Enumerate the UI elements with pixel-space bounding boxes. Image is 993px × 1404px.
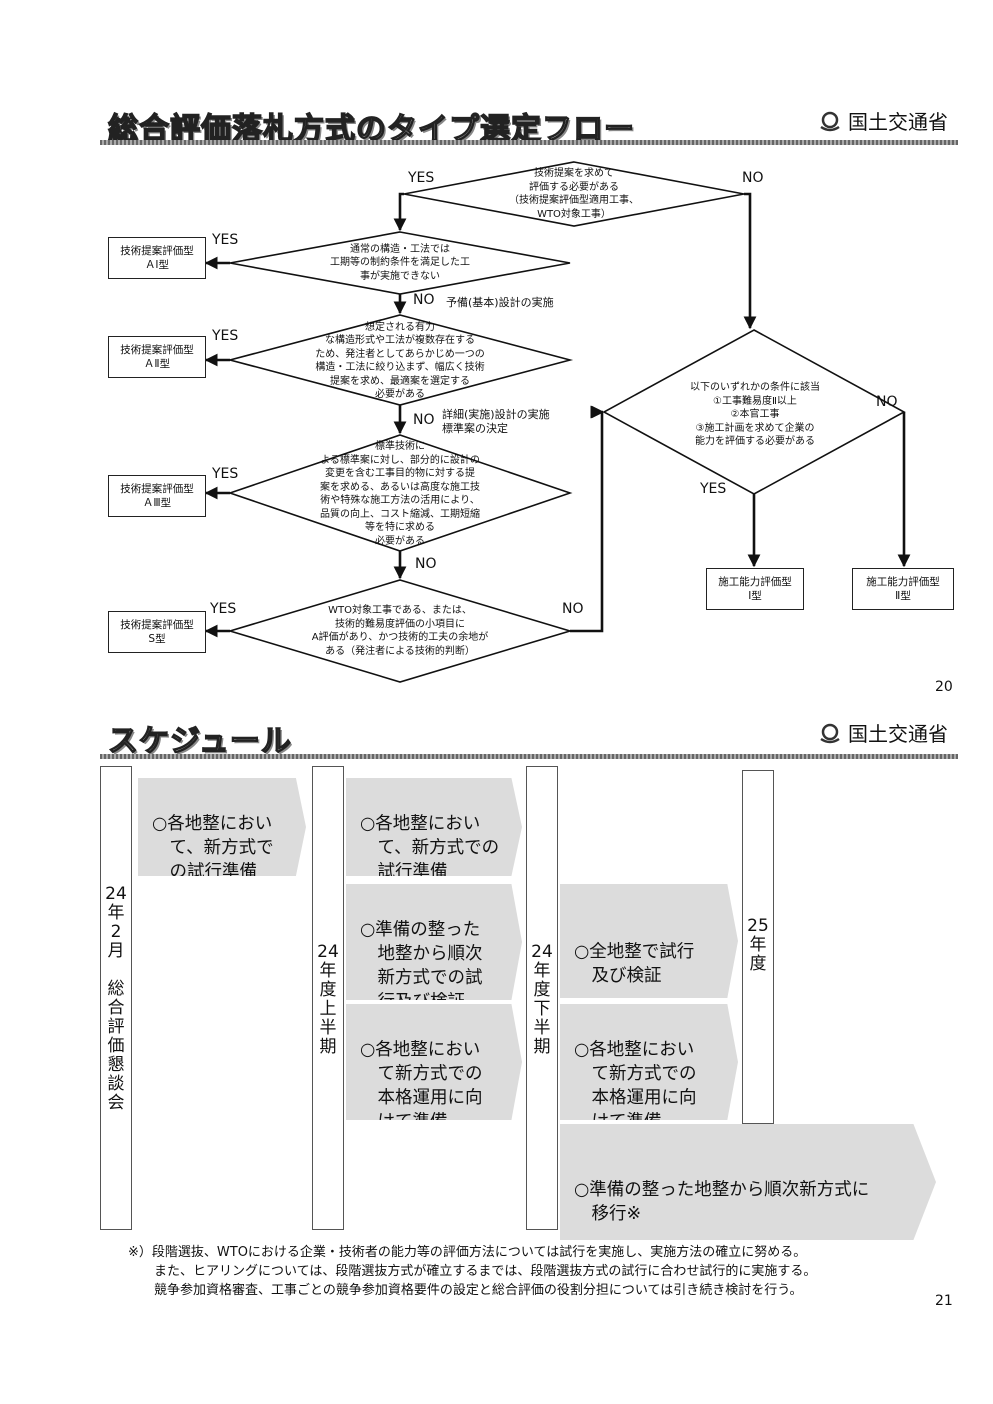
decision-d1 (403, 161, 745, 227)
outcome-s: 技術提案評価型 S型 (108, 611, 206, 653)
task-text: ○準備の整った地整から順次新方式に 移行※ (574, 1180, 870, 1224)
timeline-column-h2-24: 24 年 度 下 半 期 (526, 766, 558, 1230)
timeline-column-label: 24 年 度 下 半 期 (531, 942, 553, 1057)
outcome-c1: 施工能力評価型 Ⅰ型 (706, 568, 804, 610)
label-yes-d6: YES (700, 481, 727, 497)
footnote: ※）段階選抜、WTOにおける企業・技術者の能力等の評価方法については試行を実施し… (128, 1245, 817, 1298)
page-number: 21 (935, 1293, 953, 1309)
ministry-logo: 国土交通省 (818, 718, 948, 747)
task-text: ○準備の整った 地整から順次 新方式での試 行及び検証 (360, 920, 483, 1012)
label-step2: 詳細(実施)設計の実施 標準案の決定 (442, 408, 550, 435)
task-trial-prep-feb: ○各地整におい て、新方式で の試行準備 (138, 778, 306, 876)
decision-d5-text: WTO対象工事である、または、 技術的難易度評価の小項目に A評価があり、かつ技… (311, 605, 489, 657)
label-yes-d4: YES (212, 466, 239, 482)
task-text: ○各地整におい て、新方式で の試行準備 (152, 814, 274, 882)
page-number: 20 (935, 679, 953, 695)
timeline-column-label: 24 年 2 月 総 合 評 価 懇 談 会 (105, 884, 127, 1113)
label-no-d3: NO (413, 412, 435, 428)
task-full-operation-prep-h2: ○各地整におい て新方式での 本格運用に向 けて準備 (560, 1004, 738, 1120)
decision-d4-text: 標準技術に よる標準案に対し、部分的に設計の 変更を含む工事目的物に対する提 案… (320, 441, 480, 547)
timeline-column-h1-24: 24 年 度 上 半 期 (312, 766, 344, 1230)
ministry-logo: 国土交通省 (818, 106, 948, 135)
title-underline (100, 140, 958, 145)
outcome-a1: 技術提案評価型 ＡⅠ型 (108, 237, 206, 279)
timeline-column-label: 24 年 度 上 半 期 (317, 942, 339, 1057)
outcome-c2: 施工能力評価型 Ⅱ型 (852, 568, 954, 610)
task-text: ○各地整におい て、新方式での 試行準備 (360, 814, 500, 882)
timeline-column-feb24: 24 年 2 月 総 合 評 価 懇 談 会 (100, 766, 132, 1230)
timeline-column-fy25: 25 年 度 (742, 770, 774, 1124)
task-text: ○各地整におい て新方式での 本格運用に向 けて準備 (574, 1040, 697, 1132)
label-no-d2: NO (413, 292, 435, 308)
label-yes-d5: YES (210, 601, 237, 617)
task-trial-prep-h1: ○各地整におい て、新方式での 試行準備 (346, 778, 522, 876)
timeline-column-label: 25 年 度 (747, 916, 769, 974)
label-yes-d3: YES (212, 328, 239, 344)
decision-d3-text: 想定される有力 な構造形式や工法が複数存在する ため、発注者としてあらかじめ一つ… (315, 321, 485, 401)
ministry-emblem-icon (820, 111, 840, 131)
label-yes-d2: YES (212, 232, 239, 248)
decision-d1-text: 技術提案を求めて 評価する必要がある （技術提案評価型適用工事、 WTO対象工事… (509, 168, 639, 220)
label-no-d4: NO (415, 556, 437, 572)
decision-d5 (227, 579, 573, 683)
task-all-regions-trial: ○全地整で試行 及び検証 (560, 884, 738, 998)
task-text: ○全地整で試行 及び検証 (574, 942, 695, 986)
decision-d6-text: 以下のいずれかの条件に該当 ①工事難易度Ⅱ以上 ②本官工事 ③施工計画を求めて企… (690, 382, 820, 448)
task-full-operation-prep-h1: ○各地整におい て新方式での 本格運用に向 けて準備 (346, 1004, 522, 1120)
label-step1: 予備(基本)設計の実施 (446, 296, 554, 309)
flow-connectors (204, 161, 911, 683)
label-no-d5: NO (562, 601, 584, 617)
label-yes-d1: YES (408, 170, 435, 186)
ministry-emblem-icon (820, 723, 840, 743)
task-text: ○各地整におい て新方式での 本格運用に向 けて準備 (360, 1040, 483, 1132)
page-title: スケジュール (107, 723, 292, 759)
ministry-name: 国土交通省 (848, 722, 948, 746)
label-no-d6: NO (876, 394, 898, 410)
task-trial-and-verify-h1: ○準備の整った 地整から順次 新方式での試 行及び検証 (346, 884, 522, 1000)
ministry-name: 国土交通省 (848, 110, 948, 134)
title-underline (100, 754, 958, 759)
task-migrate-new-method: ○準備の整った地整から順次新方式に 移行※ (560, 1124, 936, 1240)
label-no-d1: NO (742, 170, 764, 186)
decision-d2-text: 通常の構造・工法では 工期等の制約条件を満足した工 事が実施できない (330, 243, 470, 282)
outcome-a2: 技術提案評価型 ＡⅡ型 (108, 336, 206, 378)
outcome-a3: 技術提案評価型 ＡⅢ型 (108, 475, 206, 517)
